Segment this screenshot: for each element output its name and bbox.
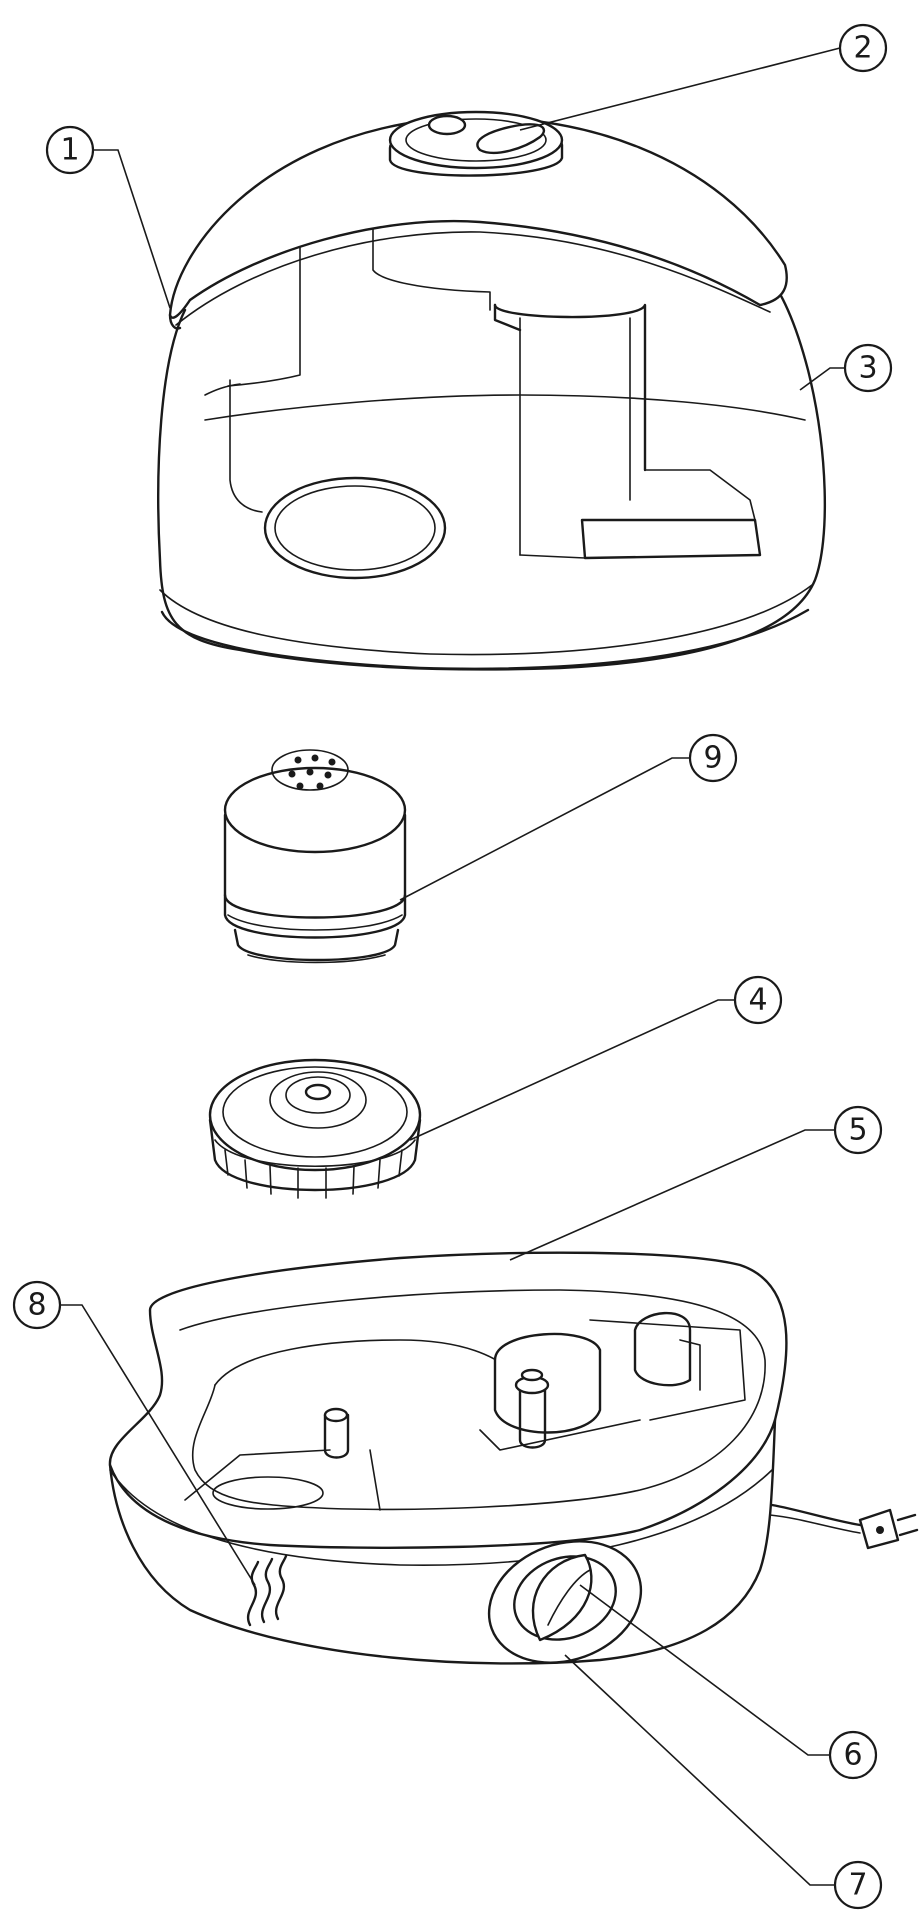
- callout-9: 9: [688, 733, 738, 783]
- svg-text:6: 6: [843, 1738, 862, 1773]
- mist-nozzle: [388, 110, 564, 177]
- leader-8: [60, 1304, 256, 1586]
- svg-text:7: 7: [848, 1868, 867, 1903]
- leader-9: [399, 757, 690, 901]
- callout-1: 1: [45, 125, 95, 175]
- svg-text:9: 9: [703, 741, 722, 776]
- lid: [168, 116, 788, 330]
- filter-cartridge: [223, 749, 407, 964]
- control-knob: [513, 1553, 617, 1642]
- leader-4: [409, 999, 735, 1141]
- svg-text:3: 3: [858, 351, 877, 386]
- cap-grip-ridges: [224, 1149, 403, 1199]
- svg-text:2: 2: [853, 31, 872, 66]
- svg-text:1: 1: [60, 133, 79, 168]
- leader-2: [519, 47, 841, 131]
- callout-6: 6: [828, 1730, 878, 1780]
- leader-lines: [60, 47, 845, 1886]
- callout-4: 4: [733, 975, 783, 1025]
- svg-text:8: 8: [27, 1288, 46, 1323]
- leader-1: [93, 149, 171, 309]
- tank-cap: [208, 1058, 422, 1199]
- callout-5: 5: [833, 1105, 883, 1155]
- leader-6: [579, 1584, 830, 1756]
- leader-5: [509, 1129, 835, 1261]
- power-cord: [769, 1503, 919, 1550]
- svg-text:4: 4: [748, 983, 767, 1018]
- callout-2: 2: [838, 23, 888, 73]
- mist-indicator: [247, 1554, 288, 1627]
- water-tank: [157, 219, 826, 671]
- leader-7: [564, 1654, 835, 1886]
- callout-3: 3: [843, 343, 893, 393]
- callout-8: 8: [12, 1280, 62, 1330]
- leader-3: [799, 367, 845, 391]
- callout-7: 7: [833, 1860, 883, 1910]
- base-reservoir: [108, 1251, 788, 1665]
- filter-holes: [288, 754, 336, 790]
- svg-text:5: 5: [848, 1113, 867, 1148]
